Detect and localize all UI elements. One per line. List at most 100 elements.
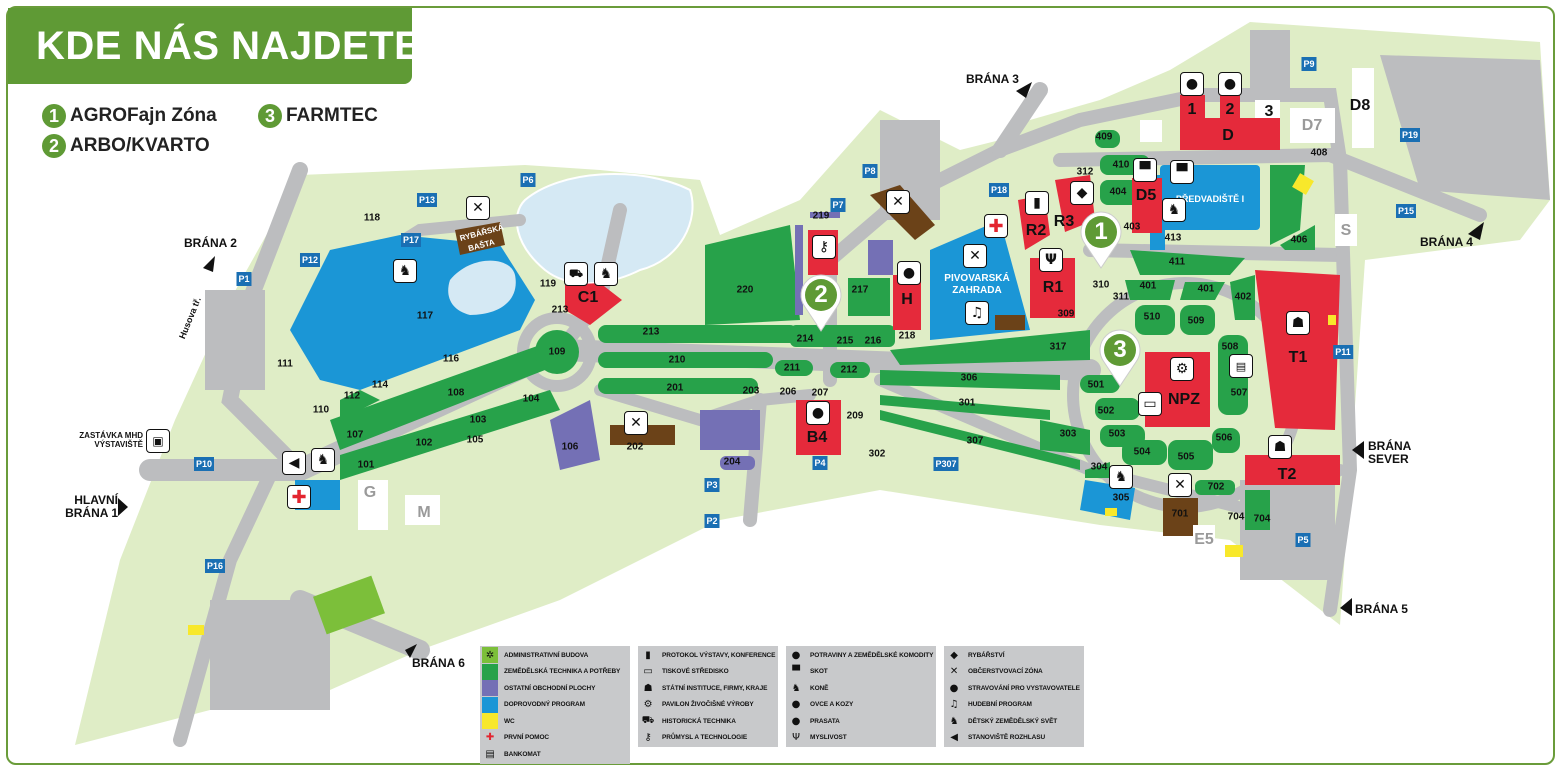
parking-sign[interactable]: P12 (299, 253, 321, 267)
zone-label[interactable]: 203 (742, 385, 760, 397)
zone-label[interactable]: 213 (551, 304, 569, 316)
zone-label[interactable]: 704 (1227, 511, 1245, 523)
historic-tech-icon[interactable]: ⛟ (564, 262, 588, 286)
zone-label[interactable]: 211 (783, 362, 801, 374)
zone-label[interactable]: 212 (840, 364, 858, 376)
parking-sign[interactable]: P7 (830, 198, 846, 212)
zone-label[interactable]: 214 (796, 333, 814, 345)
gate-label[interactable]: BRÁNA 2 (184, 236, 237, 250)
zone-label[interactable]: 104 (522, 393, 540, 405)
hall-label[interactable]: 1 (1187, 101, 1197, 118)
zone-label[interactable]: 309 (1057, 308, 1075, 320)
zone-label[interactable]: 411 (1168, 256, 1186, 268)
livestock-pavilion-icon[interactable]: ⚙ (1170, 357, 1194, 381)
first-aid-icon[interactable]: ✚ (984, 214, 1008, 238)
refreshment-icon[interactable]: ✕ (466, 196, 490, 220)
gate-label[interactable]: BRÁNA SEVER (1368, 439, 1411, 466)
gate-label[interactable]: BRÁNA 4 (1420, 235, 1473, 249)
atm-icon[interactable]: ▤ (1229, 354, 1253, 378)
pin-agrofajn-zone[interactable]: 1 (1079, 210, 1123, 270)
zone-label[interactable]: 213 (642, 326, 660, 338)
zone-label[interactable]: 107 (346, 429, 364, 441)
zone-label[interactable]: 413 (1164, 232, 1182, 244)
zone-label[interactable]: 301 (958, 397, 976, 409)
zone-label[interactable]: 406 (1290, 234, 1308, 246)
hall-label[interactable]: C1 (577, 289, 599, 306)
zone-label[interactable]: 207 (811, 387, 829, 399)
parking-sign[interactable]: P6 (520, 173, 536, 187)
zone-label[interactable]: 108 (447, 387, 465, 399)
hall-label[interactable]: NPZ (1168, 391, 1200, 408)
hall-label[interactable]: D8 (1349, 97, 1371, 114)
zone-label[interactable]: 508 (1221, 341, 1239, 353)
zone-label[interactable]: 210 (668, 354, 686, 366)
hall-label[interactable]: H (901, 291, 913, 308)
zone-label[interactable]: 206 (779, 386, 797, 398)
zone-label[interactable]: 305 (1112, 492, 1130, 504)
parking-sign[interactable]: P5 (1295, 533, 1311, 547)
zone-label[interactable]: 504 (1133, 446, 1151, 458)
zone-label[interactable]: 302 (868, 448, 886, 460)
zone-label[interactable]: 117 (416, 310, 434, 322)
institutions-icon[interactable]: ☗ (1286, 311, 1310, 335)
zone-label[interactable]: 105 (466, 434, 484, 446)
hall-label[interactable]: E5 (1194, 531, 1214, 548)
parking-sign[interactable]: P15 (1395, 204, 1417, 218)
refreshment-icon[interactable]: ✕ (886, 190, 910, 214)
pin-farmtec[interactable]: 3 (1098, 328, 1142, 388)
parking-sign[interactable]: P13 (416, 193, 438, 207)
hall-label[interactable]: D5 (1135, 187, 1157, 204)
music-icon[interactable]: ♫ (965, 301, 989, 325)
gate-label[interactable]: BRÁNA 3 (966, 72, 1019, 86)
food-commodities-icon[interactable]: ● (806, 401, 830, 425)
zone-label[interactable]: 501 (1087, 379, 1105, 391)
zone-label[interactable]: 112 (343, 390, 361, 402)
hall-label[interactable]: T2 (1277, 466, 1297, 483)
pin-arbo-kvarto[interactable]: 2 (799, 273, 843, 333)
hall-label[interactable]: M (417, 504, 431, 521)
zone-label[interactable]: 209 (846, 410, 864, 422)
hall-label[interactable]: R3 (1053, 213, 1075, 230)
zone-label[interactable]: 109 (548, 346, 566, 358)
horse-icon[interactable]: ♞ (1162, 198, 1186, 222)
hall-label[interactable]: D7 (1301, 117, 1323, 134)
cattle-icon[interactable]: ▀ (1170, 160, 1194, 184)
zone-label[interactable]: 506 (1215, 432, 1233, 444)
zone-label[interactable]: 218 (898, 330, 916, 342)
kids-farm-icon[interactable]: ♞ (311, 448, 335, 472)
broadcast-icon[interactable]: ◀ (282, 451, 306, 475)
zone-label[interactable]: 102 (415, 437, 433, 449)
zone-label[interactable]: 410 (1112, 159, 1130, 171)
zone-label[interactable]: 408 (1310, 147, 1328, 159)
parking-sign[interactable]: P2 (704, 514, 720, 528)
parking-sign[interactable]: P11 (1333, 345, 1353, 359)
hall-label[interactable]: D (1222, 127, 1234, 144)
zone-label[interactable]: 402 (1234, 291, 1252, 303)
hall-label[interactable]: 3 (1264, 103, 1274, 120)
protocol-icon[interactable]: ▮ (1025, 191, 1049, 215)
zone-label[interactable]: 217 (851, 284, 869, 296)
press-center-icon[interactable]: ▭ (1138, 392, 1162, 416)
kids-farm-icon[interactable]: ♞ (594, 262, 618, 286)
parking-sign[interactable]: P3 (704, 478, 720, 492)
zone-label[interactable]: 202 (626, 441, 644, 453)
cattle-icon[interactable]: ▀ (1133, 158, 1157, 182)
zone-label[interactable]: 404 (1109, 186, 1127, 198)
gate-label[interactable]: BRÁNA 6 (412, 656, 465, 670)
zone-label[interactable]: 119 (539, 278, 557, 290)
zone-label[interactable]: 216 (864, 335, 882, 347)
zone-label[interactable]: 702 (1207, 481, 1225, 493)
zone-label[interactable]: 118 (363, 212, 381, 224)
parking-sign[interactable]: P19 (1399, 128, 1421, 142)
zone-label[interactable]: 306 (960, 372, 978, 384)
refreshment-icon[interactable]: ✕ (624, 411, 648, 435)
zone-label[interactable]: 220 (736, 284, 754, 296)
parking-sign[interactable]: P8 (862, 164, 878, 178)
gate-label[interactable]: HLAVNÍ BRÁNA 1 (65, 493, 118, 520)
show-ring-label[interactable]: PŘEDVADIŠTĚ I (1175, 194, 1245, 204)
zone-label[interactable]: 304 (1090, 461, 1108, 473)
zone-label[interactable]: 701 (1171, 508, 1189, 520)
hall-label[interactable]: R1 (1042, 279, 1064, 296)
zone-label[interactable]: 409 (1095, 131, 1113, 143)
parking-sign[interactable]: P18 (988, 183, 1010, 197)
